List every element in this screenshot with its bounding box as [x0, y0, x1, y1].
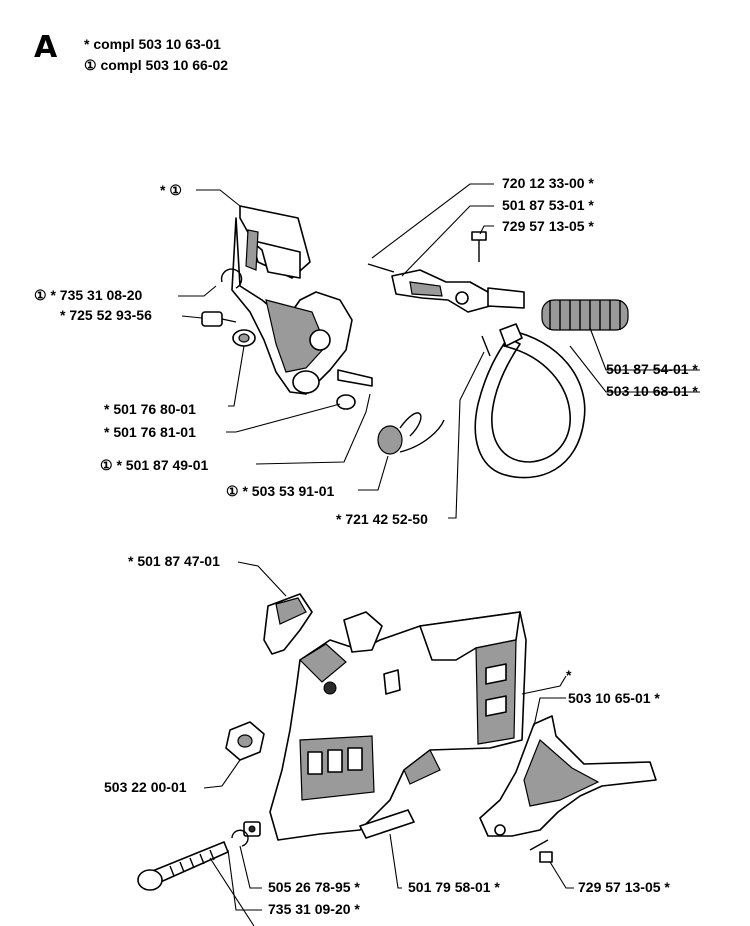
label-735-31-09-20: 735 31 09-20 * — [268, 901, 360, 917]
circlip-top-part — [220, 268, 243, 289]
side-plate-part — [479, 715, 657, 837]
brake-linkage-part — [391, 269, 525, 313]
label-housing-mark: * — [566, 667, 572, 683]
label-725-52-93-56: * 725 52 93-56 — [60, 307, 152, 323]
shield-plate-part — [263, 593, 313, 655]
torsion-spring-part — [377, 412, 445, 455]
brake-lever-part — [231, 205, 353, 395]
adjuster-nut-part — [243, 821, 261, 837]
screw-bottom-part — [529, 839, 553, 863]
label-505-26-78-95: 505 26 78-95 * — [268, 879, 360, 895]
label-503-22-00-01: 503 22 00-01 — [104, 779, 187, 795]
bushing-part — [232, 329, 256, 347]
pin-small-part — [481, 335, 491, 357]
label-501-79-58-01: 501 79 58-01 * — [408, 879, 500, 895]
brake-band-part — [474, 323, 586, 479]
label-501-76-81-01: * 501 76 81-01 — [104, 424, 196, 440]
section-letter: A — [34, 30, 57, 65]
header-line-1: * compl 503 10 63-01 — [84, 36, 221, 52]
screw-top-part — [471, 231, 487, 262]
screw-725-part — [201, 311, 237, 327]
label-501-87-54-01: 501 87 54-01 * — [606, 361, 698, 377]
label-501-87-49-01: ① * 501 87 49-01 — [100, 457, 209, 473]
leader-lines-bottom — [203, 561, 574, 926]
label-501-87-47-01: * 501 87 47-01 — [128, 553, 220, 569]
label-729-57-13-05-top: 729 57 13-05 * — [502, 218, 594, 234]
block-part — [359, 809, 415, 839]
shoulder-screw-part — [336, 369, 373, 410]
nut-part — [225, 721, 265, 761]
circlip-bottom-part — [231, 829, 249, 847]
header-line-2: ① compl 503 10 66-02 — [84, 57, 229, 73]
coil-spring-part — [541, 299, 629, 331]
label-501-87-53-01: 501 87 53-01 * — [502, 197, 594, 213]
leader-lines-top — [178, 183, 700, 519]
label-720-12-33-00: 720 12 33-00 * — [502, 175, 594, 191]
label-503-10-68-01: 503 10 68-01 * — [606, 383, 698, 399]
label-501-76-80-01: * 501 76 80-01 — [104, 401, 196, 417]
label-503-53-91-01: ① * 503 53 91-01 — [226, 483, 335, 499]
label-729-57-13-05-bottom: 729 57 13-05 * — [578, 879, 670, 895]
chain-cover-housing-part — [269, 611, 527, 841]
label-721-42-52-50: * 721 42 52-50 — [336, 511, 428, 527]
tensioner-screw-part — [137, 841, 229, 891]
label-735-31-08-20: ① * 735 31 08-20 — [34, 287, 143, 303]
label-brake-lever: * ① — [160, 182, 182, 198]
pin-part — [367, 263, 395, 273]
label-503-10-65-01: 503 10 65-01 * — [568, 690, 660, 706]
